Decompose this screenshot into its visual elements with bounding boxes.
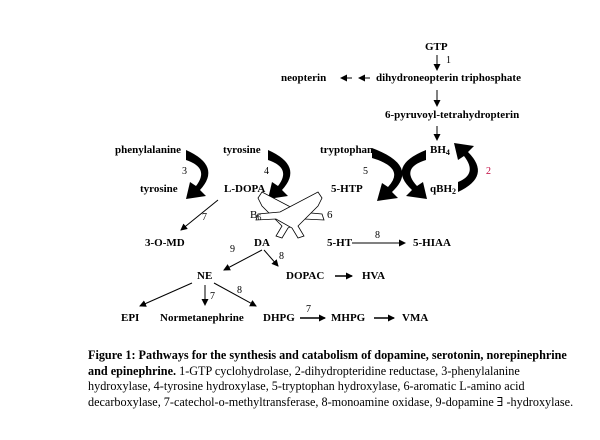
node-dihydroneopterin-triphosphate: dihydroneopterin triphosphate bbox=[376, 72, 521, 84]
enzyme-label-6: 6 bbox=[327, 209, 333, 221]
node-3-o-md: 3-O-MD bbox=[145, 237, 185, 249]
node-5-htp: 5-HTP bbox=[331, 183, 363, 195]
enzyme-label-b6: B6 bbox=[250, 210, 261, 223]
enzyme-label-9: 9 bbox=[230, 244, 235, 255]
enzyme-label-2: 2 bbox=[486, 166, 491, 177]
node-5-hiaa: 5-HIAA bbox=[413, 237, 451, 249]
caption-body: 1-GTP cyclohydrolase, 2-dihydropteridine… bbox=[88, 363, 574, 409]
node-l-dopa: L-DOPA bbox=[224, 183, 266, 195]
node-vma: VMA bbox=[402, 312, 429, 324]
node-da: DA bbox=[254, 237, 270, 249]
qbh2-base: qBH bbox=[430, 183, 453, 195]
bh4-subscript: 4 bbox=[445, 148, 450, 157]
enzyme-label-5: 5 bbox=[363, 166, 368, 177]
node-epi: EPI bbox=[121, 312, 140, 324]
node-mhpg: MHPG bbox=[331, 312, 366, 324]
enzyme-label-4: 4 bbox=[264, 166, 269, 177]
b6-base: B bbox=[250, 209, 258, 221]
node-dopac: DOPAC bbox=[286, 270, 325, 282]
arrow-da-to-ne bbox=[223, 249, 263, 271]
node-phenylalanine: phenylalanine bbox=[115, 144, 182, 156]
qbh2-subscript: 2 bbox=[452, 187, 457, 196]
caption-title: Figure 1: Pathways for the synthesis and… bbox=[88, 348, 567, 378]
node-bh4: BH4 bbox=[430, 144, 450, 159]
curved-arrow-bh4-to-qbh2 bbox=[401, 150, 427, 199]
node-dhpg: DHPG bbox=[263, 312, 295, 324]
arrow-ldopa-to-omd bbox=[180, 199, 219, 231]
arrow-ne-to-dhpg bbox=[213, 282, 257, 307]
enzyme-label-1: 1 bbox=[446, 55, 451, 66]
curved-arrow-enzyme-2 bbox=[454, 143, 478, 192]
enzyme-label-8-dhpg: 8 bbox=[237, 285, 242, 296]
b6-subscript: 6 bbox=[257, 213, 262, 222]
crossed-arrow-htp-to-ht bbox=[255, 191, 323, 239]
node-tyrosine-bottom: tyrosine bbox=[140, 183, 178, 195]
curved-arrow-enzyme-3 bbox=[186, 150, 209, 199]
node-ne: NE bbox=[197, 270, 213, 282]
node-tyrosine-top: tyrosine bbox=[223, 144, 261, 156]
enzyme-label-7-omd: 7 bbox=[202, 212, 207, 223]
node-hva: HVA bbox=[362, 270, 386, 282]
node-tryptophan: tryptophan bbox=[320, 144, 374, 156]
node-neopterin: neopterin bbox=[281, 72, 327, 84]
enzyme-label-8-dopac: 8 bbox=[279, 251, 284, 262]
enzyme-label-7-mhpg: 7 bbox=[306, 304, 311, 315]
node-gtp: GTP bbox=[425, 41, 448, 53]
node-qbh2: qBH2 bbox=[430, 183, 456, 198]
arrow-da-to-dopac bbox=[263, 249, 279, 267]
arrow-ne-to-epi bbox=[139, 282, 193, 307]
figure-caption: Figure 1: Pathways for the synthesis and… bbox=[88, 348, 583, 410]
bh4-base: BH bbox=[430, 144, 446, 156]
curved-arrow-enzyme-5 bbox=[372, 148, 403, 201]
curved-arrow-enzyme-4 bbox=[268, 150, 291, 199]
enzyme-label-7-normetanephrine: 7 bbox=[210, 291, 215, 302]
node-6-pyruvoyl-tetrahydropterin: 6-pyruvoyl-tetrahydropterin bbox=[385, 109, 520, 121]
enzyme-label-8-hiaa: 8 bbox=[375, 230, 380, 241]
enzyme-label-3: 3 bbox=[182, 166, 187, 177]
node-5-ht: 5-HT bbox=[327, 237, 353, 249]
node-normetanephrine: Normetanephrine bbox=[160, 312, 244, 324]
